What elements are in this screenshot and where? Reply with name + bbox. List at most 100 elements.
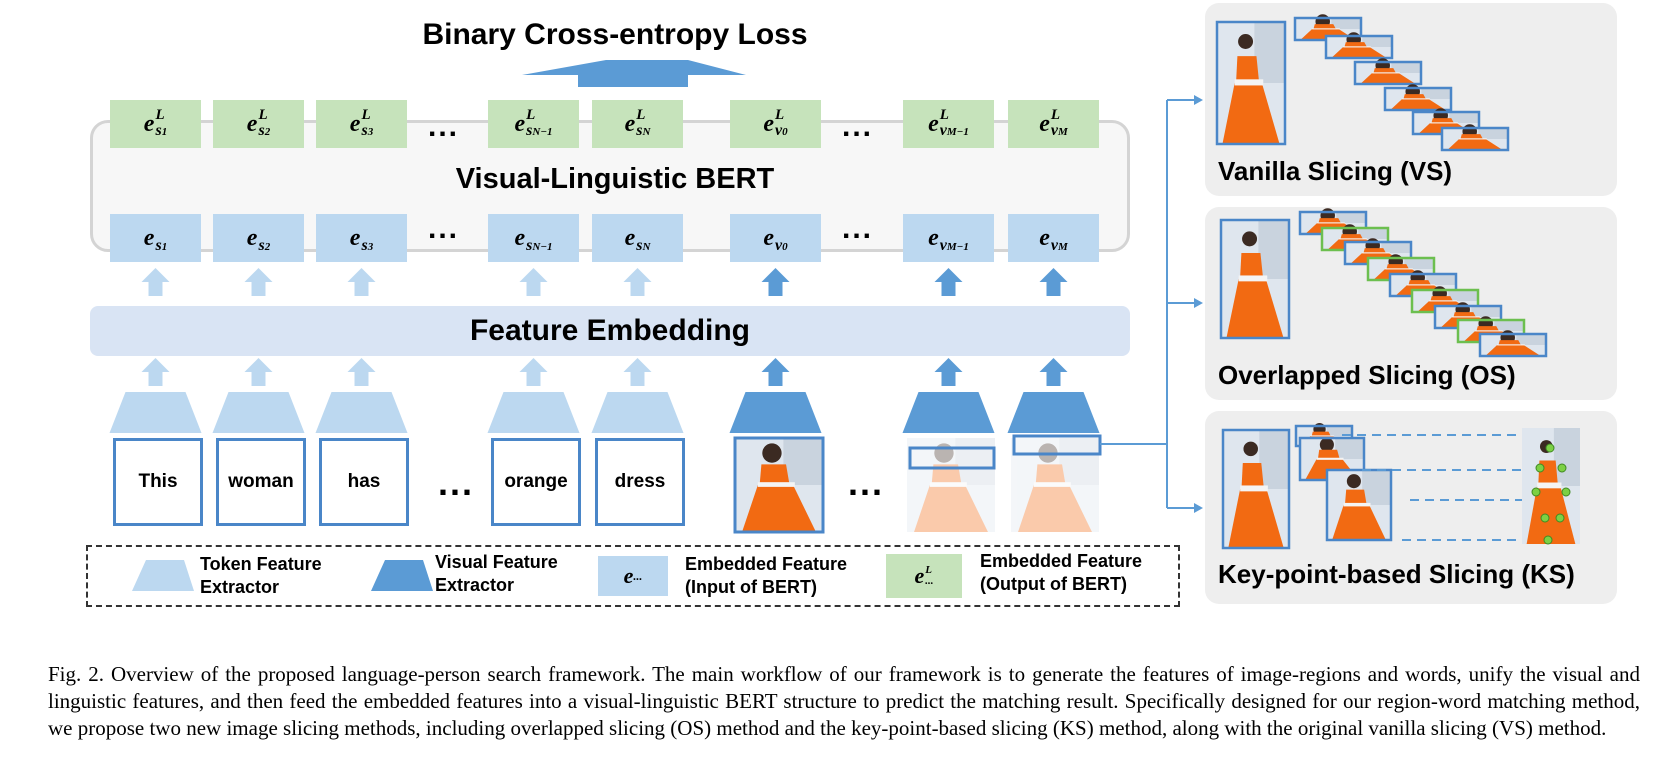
ks-keypoint-6 bbox=[1540, 513, 1550, 523]
connector-arrowhead-1 bbox=[1194, 95, 1203, 105]
vs-slice-2 bbox=[1324, 32, 1394, 60]
input-token-sub: v0 bbox=[775, 236, 788, 254]
output-token-base: e bbox=[246, 110, 258, 137]
legend-input-label: Embedded Feature (Input of BERT) bbox=[685, 554, 848, 597]
arrow-to-embedding-7 bbox=[934, 358, 963, 386]
legend-visual-extractor-icon bbox=[371, 560, 433, 591]
region-image-frame bbox=[733, 436, 825, 534]
input-token-sub: s1 bbox=[155, 236, 168, 254]
region-image-full bbox=[733, 436, 825, 534]
connector-arrowhead-2 bbox=[1194, 298, 1203, 308]
output-token-sup: L bbox=[939, 107, 949, 123]
word-box-orange: orange bbox=[491, 438, 581, 526]
input-token-base: e bbox=[246, 224, 258, 251]
output-token-sup: L bbox=[155, 107, 165, 123]
legend-visual-extractor-label: Visual Feature Extractor bbox=[435, 552, 558, 595]
arrow-to-token-4 bbox=[519, 268, 548, 296]
arrow-to-token-3 bbox=[347, 268, 376, 296]
output-token-sub: s3 bbox=[361, 122, 374, 139]
panel-label-os: Overlapped Slicing (OS) bbox=[1218, 360, 1516, 390]
legend-input-symbol: e bbox=[623, 563, 634, 588]
figure-caption: Fig. 2. Overview of the proposed languag… bbox=[48, 662, 1640, 740]
ks-keypoint-7 bbox=[1555, 513, 1565, 523]
vs-slice-3 bbox=[1353, 58, 1423, 86]
output-token-base: e bbox=[1039, 110, 1050, 137]
word-box-woman: woman bbox=[216, 438, 306, 526]
legend-token-extractor-icon bbox=[132, 560, 194, 591]
loss-title: Binary Cross-entropy Loss bbox=[422, 18, 808, 51]
legend-output-symbol: e bbox=[914, 563, 925, 588]
word-ellipsis: ... bbox=[438, 462, 475, 503]
arrow-to-embedding-5 bbox=[623, 358, 652, 386]
arrow-to-token-1 bbox=[141, 268, 170, 296]
region-ellipsis: ... bbox=[848, 462, 885, 503]
ks-keypoint-4 bbox=[1531, 487, 1541, 497]
output-token-sup: L bbox=[636, 107, 646, 123]
input-token-sub: vM−1 bbox=[939, 236, 969, 254]
panel-label-vs: Vanilla Slicing (VS) bbox=[1218, 156, 1453, 186]
output-token-base: e bbox=[514, 110, 526, 137]
ks-keypoint-3 bbox=[1557, 463, 1567, 473]
input-token-sub: vM bbox=[1050, 236, 1068, 254]
input-token-base: e bbox=[1039, 224, 1050, 251]
output-ellipsis-2: ... bbox=[842, 110, 874, 143]
token-extractor-icon-2 bbox=[212, 392, 305, 433]
vs-full-image bbox=[1215, 20, 1287, 146]
output-token-sup: L bbox=[775, 107, 785, 123]
ks-full-image bbox=[1221, 428, 1291, 550]
input-token-sub: s3 bbox=[361, 236, 374, 254]
legend-token-extractor-label: Token Feature Extractor bbox=[200, 554, 322, 597]
arrow-to-embedding-8 bbox=[1039, 358, 1068, 386]
output-token-sub: vM−1 bbox=[939, 122, 969, 139]
ks-keypoint-1 bbox=[1545, 443, 1555, 453]
output-token-sub: sN bbox=[636, 122, 651, 139]
word-box-has: has bbox=[319, 438, 409, 526]
output-token-base: e bbox=[624, 110, 636, 137]
output-token-base: e bbox=[928, 110, 939, 137]
region-image-slice-m1 bbox=[907, 438, 995, 532]
input-token-base: e bbox=[928, 224, 939, 251]
output-token-sub: v0 bbox=[775, 122, 788, 139]
vs-slice-4 bbox=[1383, 84, 1453, 112]
input-token-sub: sN−1 bbox=[526, 236, 553, 254]
input-token-base: e bbox=[143, 224, 155, 251]
legend-output-label: Embedded Feature (Output of BERT) bbox=[980, 551, 1143, 594]
legend-input-sub: ... bbox=[633, 568, 643, 583]
legend-output-sup: L bbox=[925, 564, 932, 576]
ks-slice-lower bbox=[1325, 468, 1393, 542]
ks-keypoint-8 bbox=[1543, 535, 1553, 545]
ks-keypoint-5 bbox=[1561, 487, 1571, 497]
legend-output-sub: ... bbox=[925, 575, 934, 587]
arrow-to-token-6 bbox=[761, 268, 790, 296]
visual-extractor-icon-6 bbox=[729, 392, 822, 433]
token-extractor-icon-4 bbox=[487, 392, 580, 433]
output-token-base: e bbox=[143, 110, 155, 137]
output-token-sub: sN−1 bbox=[526, 122, 553, 139]
arrow-to-token-2 bbox=[244, 268, 273, 296]
input-token-sub: s2 bbox=[258, 236, 271, 254]
output-ellipsis-1: ... bbox=[428, 110, 460, 143]
token-extractor-icon-5 bbox=[591, 392, 684, 433]
output-token-sup: L bbox=[258, 107, 268, 123]
bert-label: Visual-Linguistic BERT bbox=[455, 163, 775, 195]
os-full-image bbox=[1219, 218, 1291, 340]
legend-input-swatch: e... bbox=[598, 556, 668, 596]
input-token-base: e bbox=[763, 224, 775, 251]
output-token-sub: vM bbox=[1050, 122, 1068, 139]
legend-box bbox=[86, 545, 1180, 607]
